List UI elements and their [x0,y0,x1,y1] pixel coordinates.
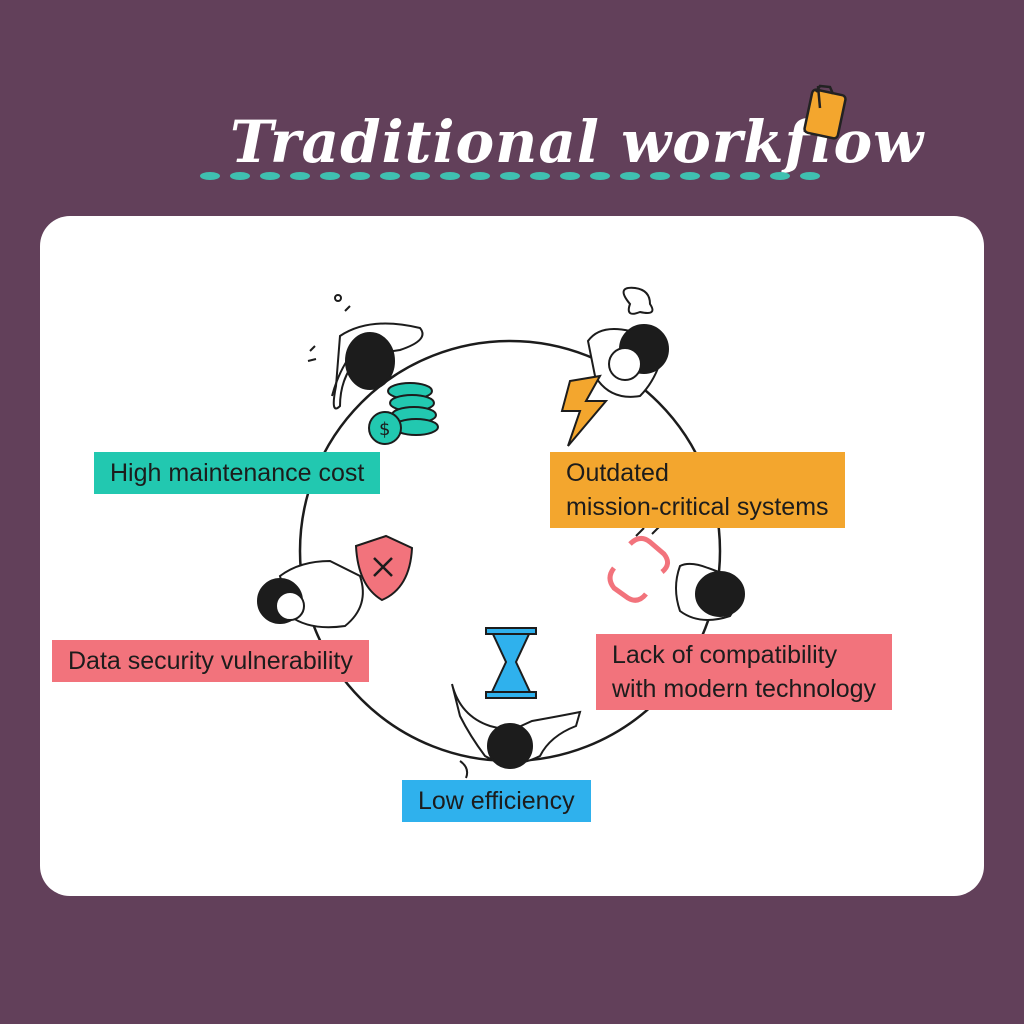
stress-marks-icon [307,294,351,362]
shield-x-icon [354,534,414,602]
hourglass-icon [485,627,537,699]
clipboard-icon [803,84,847,140]
person-confused-icon [675,562,745,621]
label-lack-of-compatibility: Lack of compatibility with modern techno… [596,634,893,710]
coins-icon: $ [368,382,439,445]
person-waiting-icon [451,683,582,779]
title-underline [200,172,820,180]
title-block: Traditional workflow [190,100,923,200]
broken-link-icon [607,525,670,603]
person-worried-icon [257,559,364,629]
person-stressed-icon [331,322,424,410]
person-thinking-icon [586,324,669,398]
lightning-icon [560,374,609,447]
svg-text:$: $ [379,419,390,440]
label-data-security-vulnerability: Data security vulnerability [52,640,369,682]
label-low-efficiency: Low efficiency [402,780,591,822]
label-outdated-systems: Outdated mission-critical systems [550,452,845,528]
diagram-card: $ [40,216,984,896]
label-high-maintenance-cost: High maintenance cost [94,452,381,494]
speech-bubble-icon [622,286,654,315]
workflow-diagram: $ [257,286,745,779]
